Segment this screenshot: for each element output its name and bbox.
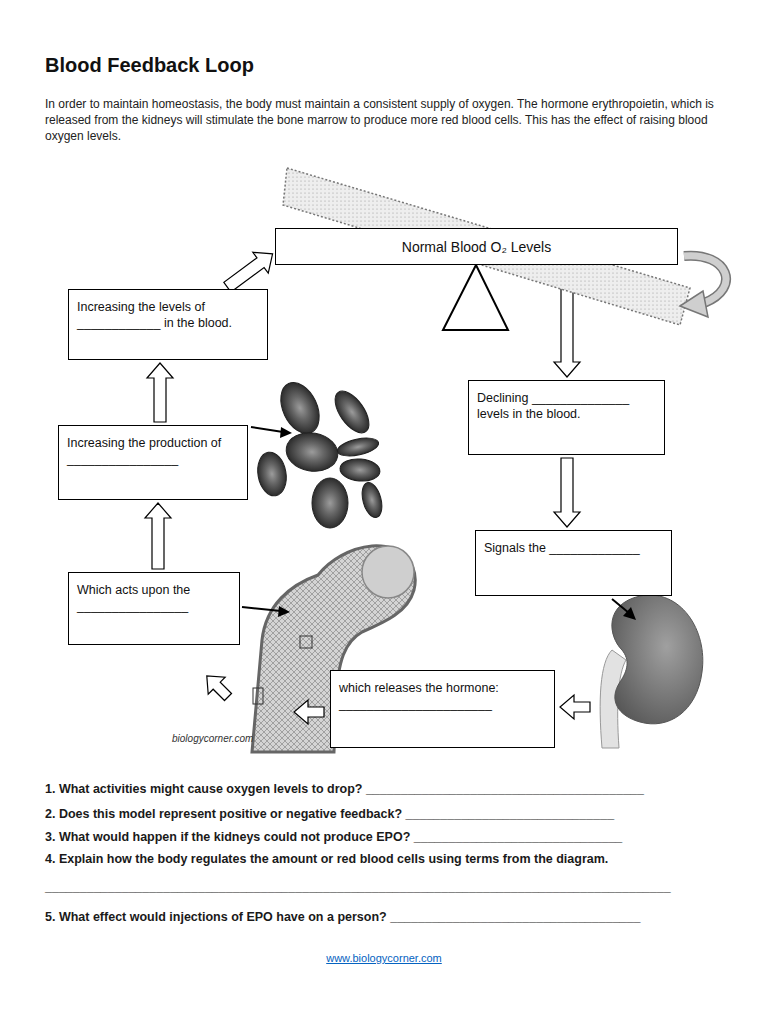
leader-arrowhead: [278, 606, 290, 617]
kidney: [612, 595, 703, 724]
step-box: Declining ______________ levels in the b…: [468, 380, 665, 455]
red-blood-cells: [254, 376, 385, 528]
question: 1. What activities might cause oxygen le…: [45, 781, 745, 797]
rotation-arrow-head: [680, 291, 708, 317]
red-blood-cell: [328, 385, 375, 438]
setpoint-box: Normal Blood O₂ Levels: [275, 228, 678, 265]
rotation-arrow: [684, 256, 726, 303]
marker-square: [253, 688, 263, 704]
marker-square: [300, 636, 312, 648]
intro-paragraph: In order to maintain homeostasis, the bo…: [45, 96, 745, 144]
step-box: Increasing the levels of ____________ in…: [68, 289, 268, 360]
box-text: Which acts upon the ________________: [77, 582, 231, 614]
red-blood-cell: [254, 450, 289, 498]
footer-link: www.biologycorner.com: [0, 951, 768, 965]
flow-arrow: [294, 700, 324, 724]
box-text: which releases the hormone: ____________…: [339, 680, 546, 712]
answer-line: ________________________________________…: [45, 879, 745, 895]
question: 4. Explain how the body regulates the am…: [45, 851, 745, 867]
flow-arrow: [147, 363, 173, 422]
watermark: biologycorner.com: [172, 733, 292, 745]
box-text: Normal Blood O₂ Levels: [402, 239, 551, 255]
question: 3. What would happen if the kidneys coul…: [45, 829, 745, 845]
box-text: Increasing the levels of ____________ in…: [77, 299, 259, 331]
leader-arrowhead: [623, 607, 636, 620]
flow-arrow: [145, 503, 171, 569]
fulcrum-triangle: [443, 265, 508, 330]
red-blood-cell: [336, 435, 380, 459]
red-blood-cell: [283, 429, 341, 475]
flow-arrow: [560, 695, 590, 719]
red-blood-cell: [312, 478, 348, 528]
flow-arrow: [198, 667, 236, 705]
worksheet-title: Blood Feedback Loop: [45, 53, 254, 77]
leader-line: [242, 607, 281, 611]
red-blood-cell: [273, 376, 327, 439]
red-blood-cell: [359, 480, 386, 519]
step-box: Which acts upon the ________________: [68, 572, 240, 645]
question-list: 1. What activities might cause oxygen le…: [45, 781, 745, 925]
flow-arrow: [224, 252, 273, 292]
femur-head: [362, 546, 414, 598]
box-text: Signals the _____________: [484, 540, 663, 556]
red-blood-cell: [339, 457, 381, 482]
flow-arrow: [554, 458, 580, 527]
leader-line: [251, 427, 283, 432]
leader-line: [612, 599, 629, 613]
question: 2. Does this model represent positive or…: [45, 806, 745, 822]
box-text: Declining ______________ levels in the b…: [477, 390, 656, 422]
step-box: which releases the hormone: ____________…: [330, 670, 555, 748]
box-text: Increasing the production of ___________…: [67, 435, 239, 467]
leader-arrowhead: [280, 427, 292, 438]
step-box: Increasing the production of ___________…: [58, 425, 248, 500]
question: 5. What effect would injections of EPO h…: [45, 909, 745, 925]
step-box: Signals the _____________: [475, 530, 672, 596]
rotation-arrow-outline: [684, 256, 726, 303]
